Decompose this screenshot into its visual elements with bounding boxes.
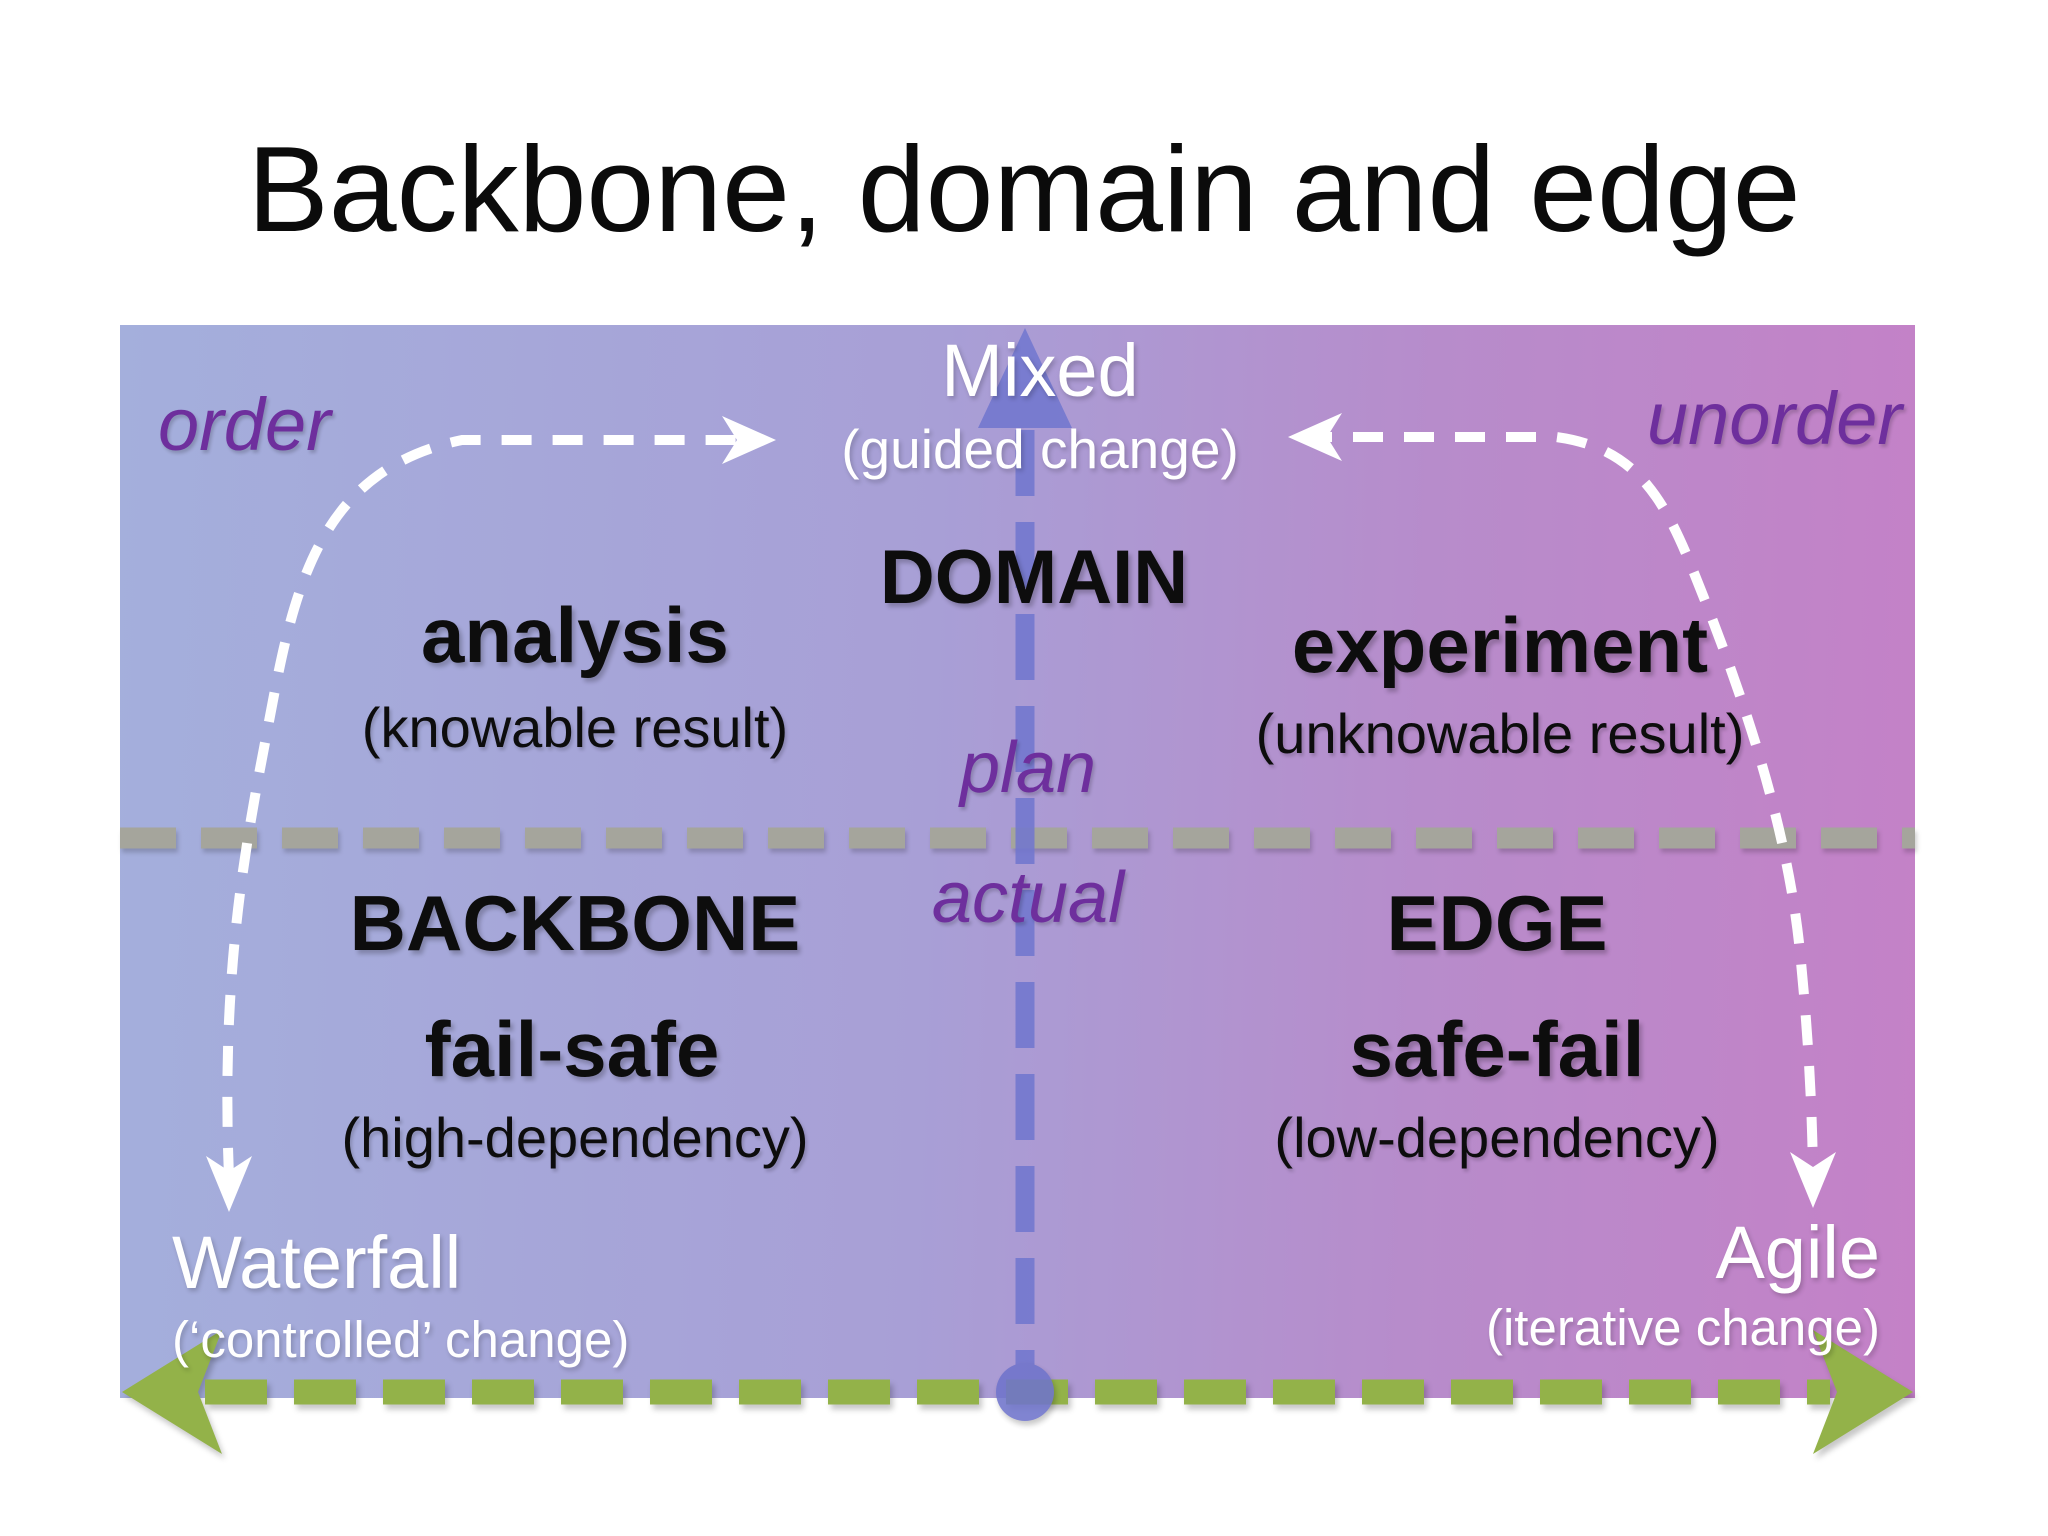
iterative-change-label: (iterative change) [1485, 1299, 1880, 1356]
backbone-label: BACKBONE [349, 879, 801, 967]
actual-label: actual [931, 858, 1125, 938]
mixed-label: Mixed [941, 329, 1139, 412]
unorder-label: unorder [1646, 377, 1902, 460]
experiment-label: experiment [1291, 601, 1709, 689]
knowable-result-label: (knowable result) [361, 696, 789, 759]
agile-mixed-path-icon [1288, 413, 1836, 1208]
high-dependency-label: (high-dependency) [341, 1106, 809, 1169]
analysis-label: analysis [421, 591, 729, 679]
domain-label: DOMAIN [879, 535, 1189, 620]
waterfall-label: Waterfall [172, 1221, 462, 1304]
plan-label: plan [959, 728, 1097, 808]
safe-fail-label: safe-fail [1349, 1005, 1645, 1093]
unknowable-result-label: (unknowable result) [1255, 702, 1745, 765]
waterfall-mixed-path-icon [206, 416, 776, 1212]
controlled-change-label: (‘controlled’ change) [172, 1311, 630, 1368]
fail-safe-label: fail-safe [424, 1005, 720, 1093]
edge-label: EDGE [1386, 879, 1608, 967]
slide-title: Backbone, domain and edge [247, 121, 1801, 257]
low-dependency-label: (low-dependency) [1274, 1106, 1720, 1169]
guided-change-label: (guided change) [841, 418, 1239, 480]
order-label: order [158, 383, 331, 466]
agile-label: Agile [1715, 1211, 1880, 1294]
blue-vertical-axis-icon [978, 328, 1072, 1421]
